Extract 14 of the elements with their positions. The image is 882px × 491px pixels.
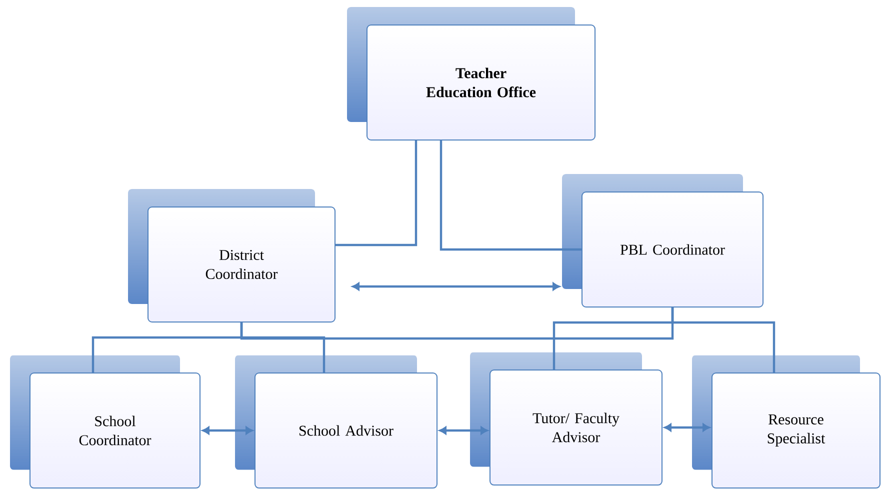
connector-line <box>440 140 582 251</box>
org-box: School Coordinator <box>30 372 200 488</box>
connector-arrow <box>202 426 253 434</box>
org-box: Resource Specialist <box>712 372 880 488</box>
org-box: PBL Coordinator <box>582 192 764 308</box>
connector-line <box>336 140 418 246</box>
connector-arrow <box>664 424 710 432</box>
connector-line <box>671 308 776 372</box>
org-box: School Advisor <box>254 372 438 488</box>
connector-arrow <box>352 282 560 290</box>
org-box: Tutor/ Faculty Advisor <box>490 370 662 486</box>
org-box: Teacher Education Office <box>366 24 596 140</box>
connector-arrow <box>439 426 488 434</box>
org-box: District Coordinator <box>148 206 336 322</box>
